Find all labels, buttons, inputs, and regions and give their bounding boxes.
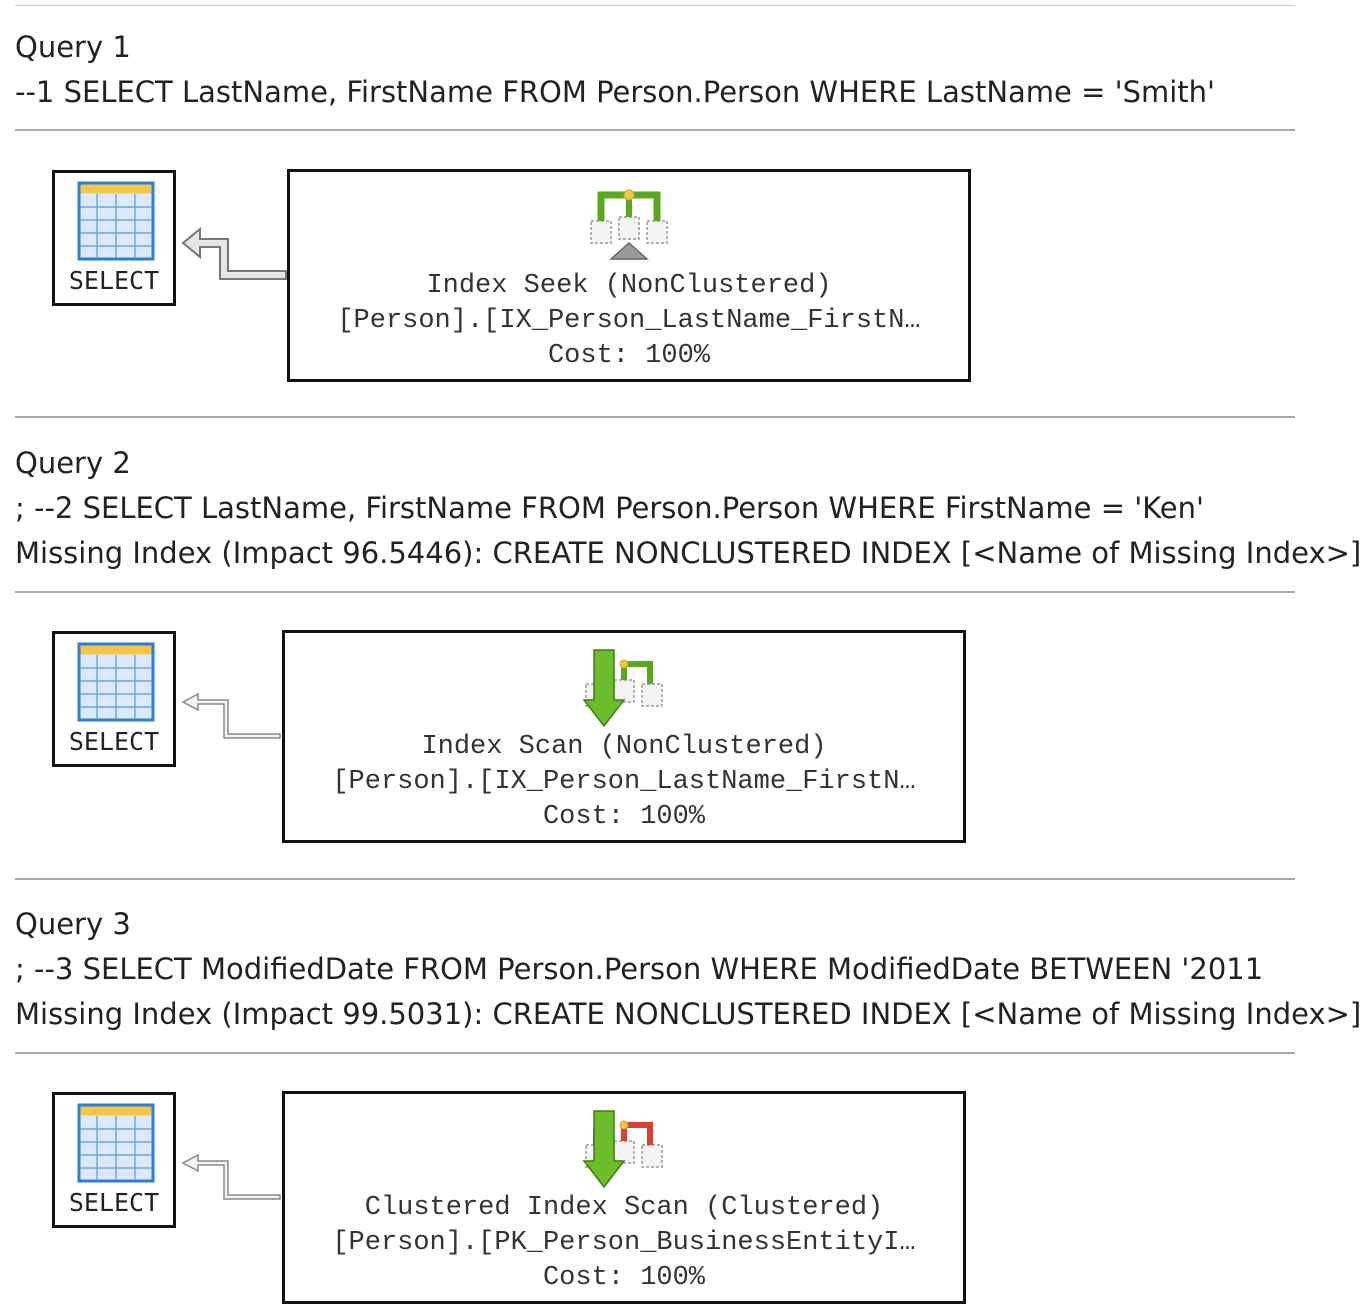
query-2-divider-top [15,416,1295,418]
query-2-sql[interactable]: ; --2 SELECT LastName, FirstName FROM Pe… [15,491,1204,525]
query-2-missing-index[interactable]: Missing Index (Impact 96.5446): CREATE N… [15,536,1361,570]
table-icon [77,642,155,722]
select-node-1[interactable]: SELECT [52,170,176,306]
select-label: SELECT [68,727,160,756]
query-1-title: Query 1 [15,30,131,64]
select-label: SELECT [68,1188,160,1217]
top-divider [15,5,1295,6]
query-3-divider-top [15,878,1295,880]
flow-arrow-1 [181,226,287,280]
operator-name: Index Scan (NonClustered) [421,732,827,762]
select-node-2[interactable]: SELECT [52,631,176,767]
select-node-3[interactable]: SELECT [52,1092,176,1228]
operator-node-3[interactable]: Clustered Index Scan (Clustered) [Person… [282,1091,966,1304]
query-1-divider [15,129,1295,131]
operator-name: Clustered Index Scan (Clustered) [364,1193,884,1223]
operator-object: [Person].[PK_Person_BusinessEntityI… [332,1228,916,1258]
operator-node-2[interactable]: Index Scan (NonClustered) [Person].[IX_P… [282,630,966,843]
clustered-index-scan-icon [582,1110,663,1189]
operator-object: [Person].[IX_Person_LastName_FirstN… [332,767,916,797]
query-3-divider [15,1052,1295,1054]
operator-cost: Cost: 100% [542,1263,706,1293]
query-3-sql[interactable]: ; --3 SELECT ModifiedDate FROM Person.Pe… [15,952,1264,986]
select-label: SELECT [68,266,160,295]
query-3-title: Query 3 [15,907,131,941]
operator-cost: Cost: 100% [547,341,711,371]
operator-node-1[interactable]: Index Seek (NonClustered) [Person].[IX_P… [287,169,971,382]
query-2-divider [15,591,1295,593]
table-icon [77,181,155,261]
flow-arrow-2 [181,692,281,739]
query-2-title: Query 2 [15,446,131,480]
index-scan-icon [582,649,663,728]
flow-arrow-3 [181,1153,281,1200]
query-1-sql[interactable]: --1 SELECT LastName, FirstName FROM Pers… [15,75,1216,109]
operator-name: Index Seek (NonClustered) [426,271,832,301]
table-icon [77,1103,155,1183]
operator-cost: Cost: 100% [542,802,706,832]
operator-object: [Person].[IX_Person_LastName_FirstN… [337,306,921,336]
index-seek-icon [590,189,668,260]
query-3-missing-index[interactable]: Missing Index (Impact 99.5031): CREATE N… [15,997,1361,1031]
